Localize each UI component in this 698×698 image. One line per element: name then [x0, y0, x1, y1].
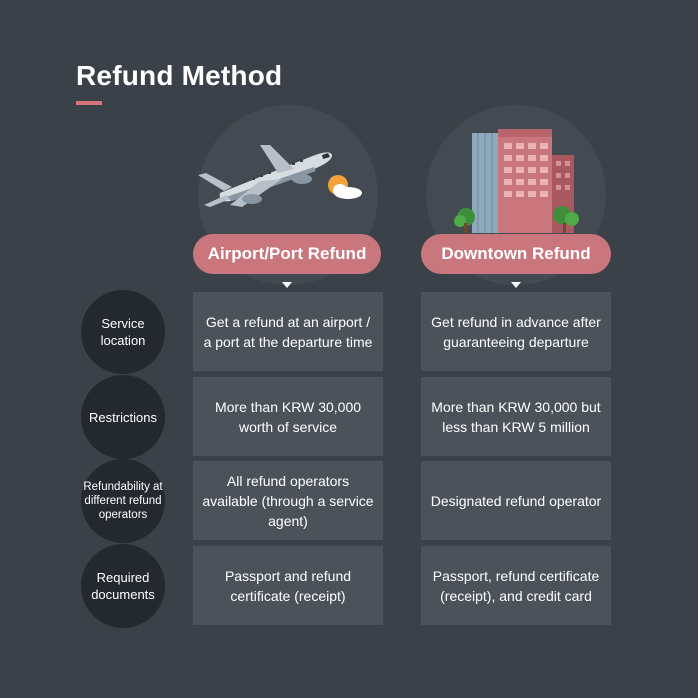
page-title: Refund Method: [76, 60, 283, 91]
table-cell: Designated refund operator: [421, 461, 611, 540]
table-cell: Get a refund at an airport / a port at t…: [193, 292, 383, 371]
table-cell: Passport, refund certificate (receipt), …: [421, 546, 611, 625]
table-cell: All refund operators available (through …: [193, 461, 383, 540]
row-label-restrictions: Restrictions: [81, 375, 165, 459]
row-label-service-location: Service location: [81, 290, 165, 374]
table-cell: More than KRW 30,000 but less than KRW 5…: [421, 377, 611, 456]
column-header-downtown: Downtown Refund: [421, 234, 611, 274]
table-cell: Get refund in advance after guaranteeing…: [421, 292, 611, 371]
caret-down-icon: [511, 282, 521, 288]
table-cell: Passport and refund certificate (receipt…: [193, 546, 383, 625]
table-cell: More than KRW 30,000 worth of service: [193, 377, 383, 456]
title-underline: [76, 101, 102, 105]
row-label-refundability: Refundability at different refund operat…: [81, 459, 165, 543]
building-icon: [454, 129, 579, 233]
caret-down-icon: [282, 282, 292, 288]
airplane-icon: [198, 145, 362, 207]
column-header-airport: Airport/Port Refund: [193, 234, 381, 274]
row-label-required-documents: Required documents: [81, 544, 165, 628]
